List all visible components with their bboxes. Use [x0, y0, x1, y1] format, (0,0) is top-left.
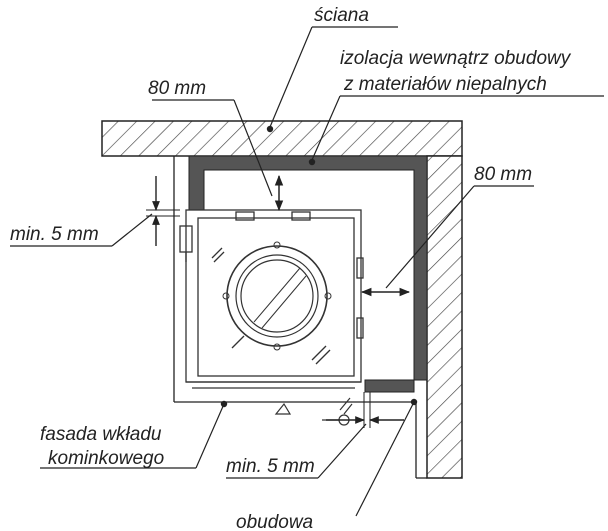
- insert-side-tab-lower: [356, 317, 364, 339]
- insert-side-tab-upper: [356, 257, 364, 279]
- dimension-top-80mm: [152, 99, 284, 212]
- casing: [173, 156, 427, 479]
- dimension-bottom-min5mm: [226, 392, 404, 479]
- dimension-right-80mm: [360, 185, 534, 297]
- label-dim-right: 80 mm: [474, 164, 532, 185]
- label-insulation-line1: izolacja wewnątrz obudowy: [340, 48, 572, 69]
- leader-facade: [40, 400, 228, 469]
- leader-insulation: [308, 95, 604, 166]
- leader-casing: [355, 398, 418, 517]
- insert-bracket-top-right: [291, 211, 311, 221]
- wall-top-hatched: [101, 120, 463, 157]
- label-facade-line1: fasada wkładu: [40, 424, 162, 445]
- label-insulation-line2: z materiałów niepalnych: [343, 74, 547, 95]
- wall-right-hatched: [426, 155, 463, 479]
- insert-inner-frame: [197, 217, 355, 377]
- chimney-outlet: [222, 241, 332, 351]
- leader-wall: [266, 26, 398, 133]
- label-gap-bottom: min. 5 mm: [226, 456, 315, 477]
- label-dim-top: 80 mm: [148, 78, 206, 99]
- label-wall: ściana: [314, 5, 369, 26]
- dimension-left-min5mm: [10, 176, 180, 247]
- label-facade-line2: kominkowego: [48, 448, 164, 469]
- insert-frame: [185, 209, 362, 383]
- fireplace-insert: [179, 209, 364, 389]
- insert-bracket-top-left: [235, 211, 255, 221]
- wall-structure: [101, 120, 463, 479]
- label-gap-left: min. 5 mm: [10, 224, 99, 245]
- label-casing: obudowa: [236, 512, 313, 531]
